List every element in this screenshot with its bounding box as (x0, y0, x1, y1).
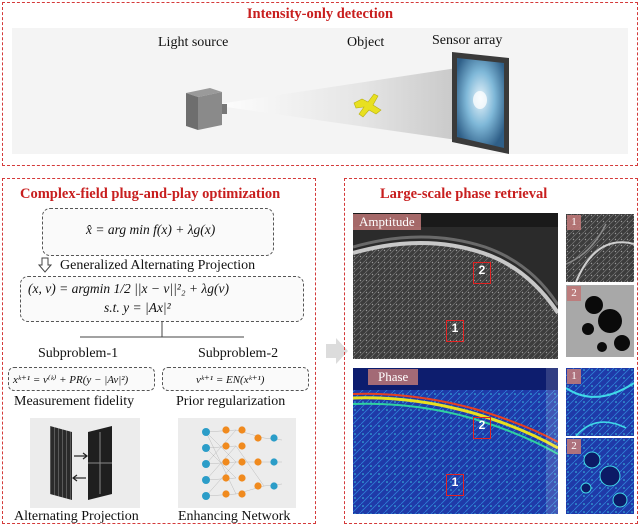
phase-thumb-2-label: 2 (567, 439, 581, 454)
amplitude-label: Amptitude (353, 214, 421, 230)
light-beam (212, 68, 457, 140)
light-source-box (186, 88, 227, 130)
alternating-projection-illustration (50, 426, 112, 500)
intensity-detection-panel (2, 2, 638, 166)
pnp-optimization-panel (2, 178, 316, 524)
subproblem-1-box (8, 367, 155, 391)
amplitude-thumb-1-label: 1 (567, 215, 581, 230)
phase-thumb-1-label: 1 (567, 369, 581, 384)
gap-equation-2: s.t. y = |Ax|² (104, 300, 171, 315)
object-label: Object (347, 35, 385, 50)
phase-retrieval-title: Large-scale phase retrieval (380, 186, 548, 202)
enhancing-network-illustration (202, 426, 283, 500)
object-shape (353, 93, 382, 118)
down-arrow-icon (38, 257, 52, 273)
prior-regularization-label: Prior regularization (176, 394, 286, 409)
subproblem-1-equation: xᵏ⁺¹ = v⁽ᵏ⁾ + PR(y − |Av|²) (13, 374, 129, 386)
phase-roi-2: 2 (473, 417, 491, 439)
subproblem-2-equation: vᵏ⁺¹ = EN(xᵏ⁺¹) (196, 374, 265, 386)
sensor-array (452, 52, 509, 154)
subproblem-2-label: Subproblem-2 (198, 346, 279, 361)
alternating-projection-label: Alternating Projection (14, 509, 139, 524)
amplitude-roi-2: 2 (473, 262, 491, 284)
subproblem-2-box (162, 367, 309, 391)
gap-box (20, 276, 304, 322)
split-connector (80, 322, 244, 338)
enhancing-network-label: Enhancing Network (178, 509, 291, 524)
amplitude-image (353, 213, 558, 359)
right-arrow-icon (326, 338, 348, 364)
phase-retrieval-panel (344, 178, 638, 524)
optical-setup-illustration (186, 52, 509, 154)
intensity-detection-title: Intensity-only detection (246, 6, 394, 22)
sensor-label: Sensor array (432, 33, 503, 48)
alternating-projection-background (30, 418, 140, 508)
phase-image (353, 368, 558, 514)
measurement-fidelity-label: Measurement fidelity (14, 394, 135, 409)
pnp-optimization-title: Complex-field plug-and-play optimization (20, 186, 281, 202)
phase-roi-1: 1 (446, 474, 464, 496)
subproblem-1-label: Subproblem-1 (38, 346, 119, 361)
phase-label: Phase (368, 369, 419, 385)
amplitude-thumb-2-label: 2 (567, 286, 581, 301)
light-source-label: Light source (158, 35, 229, 50)
objective-box (42, 208, 274, 256)
objective-equation: x̂ = arg min f(x) + λg(x) (86, 222, 216, 237)
gap-equation-1: (x, v) = argmin 1/2 ||x − v||²₂ + λg(v) (28, 281, 229, 296)
gap-label: Generalized Alternating Projection (60, 258, 256, 273)
amplitude-roi-1: 1 (446, 320, 464, 342)
